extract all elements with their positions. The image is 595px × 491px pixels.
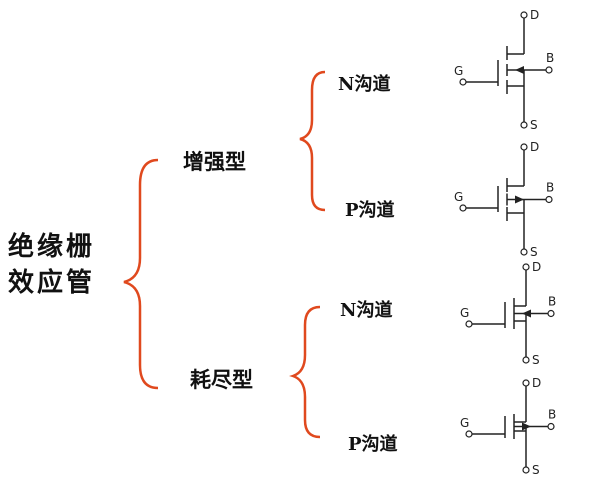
gate-label: G	[454, 190, 463, 204]
body-label: B	[546, 51, 554, 65]
body-label: B	[548, 295, 556, 309]
drain-label: D	[532, 260, 541, 274]
depletion-type-label: 耗尽型	[190, 367, 253, 392]
body-arrow	[522, 422, 531, 431]
enhancement-p-channel-label: P沟道	[345, 200, 395, 221]
body-label: B	[546, 181, 554, 195]
source-terminal	[522, 356, 530, 364]
gate-terminal	[459, 204, 467, 212]
drain-terminal	[520, 11, 528, 19]
enhancement-brace	[299, 70, 326, 212]
body-arrow	[515, 195, 524, 204]
gate-label: G	[460, 416, 469, 430]
depletion-pmos-symbol: D S G B	[460, 376, 556, 477]
enhancement-n-channel-label: N沟道	[338, 74, 391, 95]
source-label: S	[532, 353, 540, 367]
gate-terminal	[459, 78, 467, 86]
drain-label: D	[532, 376, 541, 390]
gate-terminal	[465, 320, 473, 328]
enhancement-type-label: 增强型	[183, 149, 246, 174]
root-title-line1: 绝缘栅	[8, 232, 96, 262]
body-terminal	[547, 309, 555, 318]
depletion-n-channel-label: N沟道	[340, 300, 393, 321]
body-arrow	[522, 309, 531, 318]
body-terminal	[545, 195, 553, 204]
drain-terminal	[522, 379, 530, 387]
enhancement-pmos-symbol: D S G B	[454, 140, 554, 259]
source-label: S	[530, 118, 538, 132]
drain-terminal	[522, 263, 530, 271]
source-terminal	[520, 248, 528, 256]
source-label: S	[532, 463, 540, 477]
depletion-nmos-symbol: D S G B	[460, 260, 556, 367]
depletion-p-channel-label: P沟道	[348, 434, 398, 455]
body-terminal	[547, 422, 555, 431]
enhancement-nmos-symbol: D S G B	[454, 8, 554, 132]
body-arrow	[515, 66, 524, 74]
body-terminal	[545, 66, 553, 74]
root-title: 绝缘栅 效应管	[8, 229, 95, 301]
source-terminal	[522, 466, 530, 474]
drain-label: D	[530, 8, 539, 22]
gate-label: G	[460, 306, 469, 320]
gate-label: G	[454, 64, 463, 78]
source-label: S	[530, 245, 538, 259]
body-label: B	[548, 408, 556, 422]
drain-label: D	[530, 140, 539, 154]
root-brace	[123, 158, 159, 390]
root-title-line2: 效应管	[8, 268, 96, 298]
drain-terminal	[520, 143, 528, 151]
depletion-brace	[289, 305, 321, 439]
source-terminal	[520, 121, 528, 129]
gate-terminal	[465, 430, 473, 438]
